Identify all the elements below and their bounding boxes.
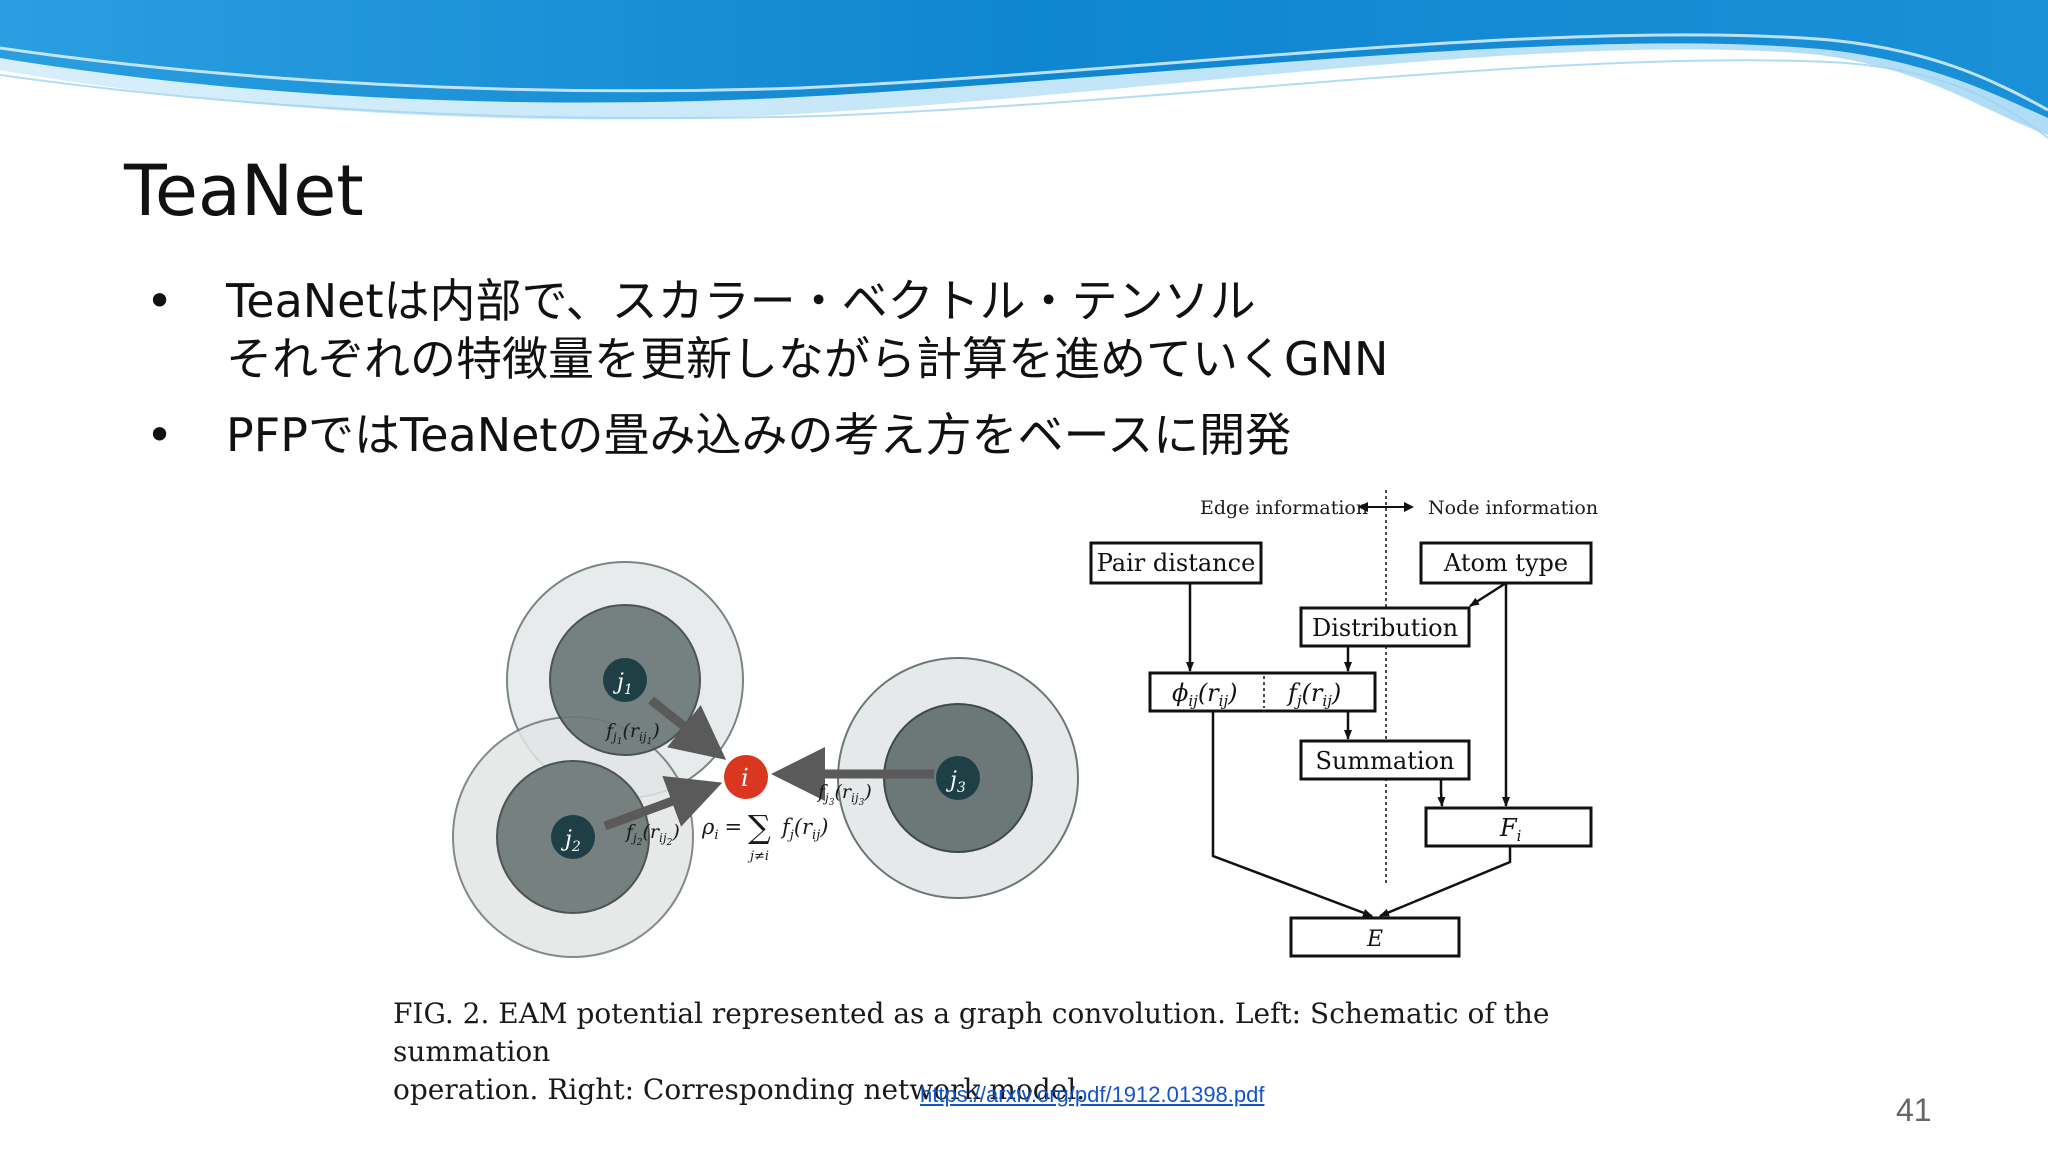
distribution-label: Distribution	[1312, 614, 1458, 642]
bullet-text-line: それぞれの特徴量を更新しながら計算を進めていくGNN	[226, 332, 1389, 386]
E-box	[1289, 916, 1461, 958]
figure-caption-line: operation. Right: Corresponding network …	[393, 1073, 1086, 1106]
atom-i	[724, 755, 768, 799]
atom-j1	[603, 658, 647, 702]
fj-label: fj(rij)	[1286, 679, 1341, 710]
bullet-text-line: TeaNetは内部で、スカラー・ベクトル・テンソル	[226, 274, 1256, 328]
source-link[interactable]: https://arxiv.org/pdf/1912.01398.pdf	[920, 1082, 1265, 1107]
bullet-list: • TeaNetは内部で、スカラー・ベクトル・テンソル それぞれの特徴量を更新し…	[140, 272, 1388, 482]
bullet-marker: •	[146, 408, 174, 462]
f-j1-label: fj1(rij1)	[604, 720, 660, 747]
rho-equation: ρi=	[701, 815, 742, 843]
edge-phi-to-E	[1211, 711, 1373, 918]
atom-i-label: i	[741, 764, 749, 792]
bullet-text-line: PFPではTeaNetの畳み込みの考え方をベースに開発	[226, 408, 1292, 462]
double-arrow-right-head	[1404, 502, 1414, 512]
F-box	[1424, 806, 1593, 848]
E-label: E	[1366, 927, 1383, 952]
arrow-j1-to-i	[648, 696, 727, 760]
atom-j2	[551, 815, 595, 859]
sum-index: j≠i	[747, 849, 769, 864]
phi-label: ϕij(rij)	[1172, 679, 1237, 710]
f-j3-label: fj3(rij3)	[816, 781, 872, 808]
summation-box	[1299, 739, 1471, 781]
edge-summation-to-F	[1437, 779, 1446, 807]
bullet-item: • TeaNetは内部で、スカラー・ベクトル・テンソル それぞれの特徴量を更新し…	[140, 272, 1388, 388]
summation-schematic: j1 j2 j3 i fj1(rij1) fj2(rij2) fj3(rij3)…	[452, 561, 1079, 958]
slide-title: TeaNet	[124, 150, 364, 232]
figure-caption-line: FIG. 2. EAM potential represented as a g…	[393, 997, 1550, 1068]
edge-F-to-E	[1379, 846, 1512, 918]
pair-distance-label: Pair distance	[1097, 549, 1256, 577]
f-j2-label: fj2(rij2)	[624, 821, 680, 848]
F-label: Fi	[1499, 814, 1522, 845]
pair-distance-box	[1089, 541, 1263, 585]
network-model-diagram: Edge information Node information Pair d…	[1089, 490, 1598, 958]
summation-label: Summation	[1316, 747, 1455, 775]
node-information-label: Node information	[1428, 497, 1598, 519]
bullet-item: • PFPではTeaNetの畳み込みの考え方をベースに開発	[140, 406, 1388, 464]
atom-type-label: Atom type	[1443, 549, 1568, 577]
header-wave-decoration	[0, 0, 2048, 139]
double-arrow-left-head	[1358, 502, 1368, 512]
phi-f-box	[1148, 671, 1377, 713]
atom-j3	[936, 756, 980, 800]
arrow-j2-to-i	[603, 776, 723, 831]
sum-term: fj(rij)	[780, 815, 828, 843]
edge-information-label: Edge information	[1200, 497, 1368, 519]
bullet-marker: •	[146, 274, 174, 328]
figure-caption: FIG. 2. EAM potential represented as a g…	[393, 995, 1673, 1109]
atom-type-box	[1419, 541, 1593, 585]
distribution-box	[1299, 606, 1471, 648]
page-number: 41	[1896, 1092, 1932, 1128]
edge-atom-type-to-distribution	[1469, 581, 1507, 608]
sum-sigma: ∑	[748, 808, 771, 846]
